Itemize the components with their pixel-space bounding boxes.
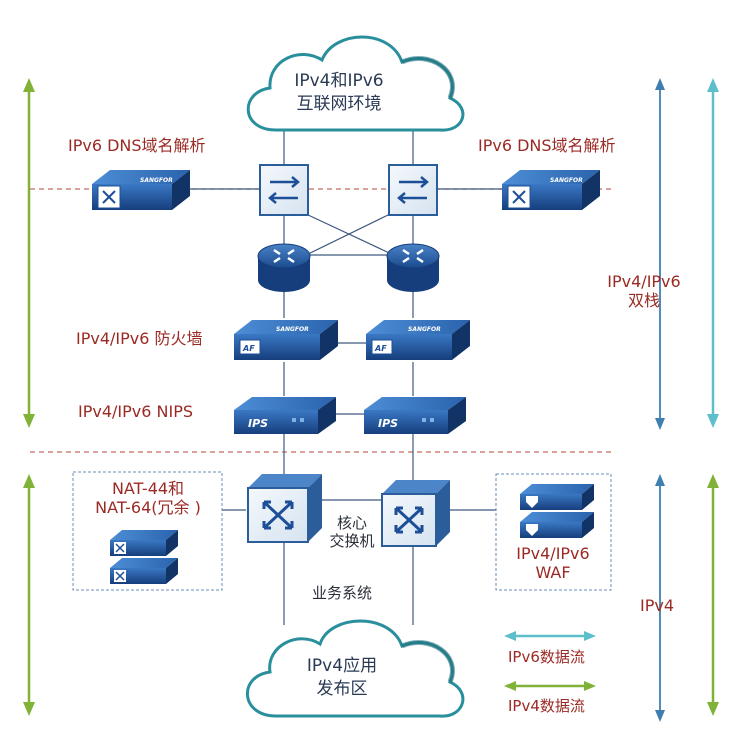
blue-axis-top: [655, 78, 665, 430]
top-cloud-label: IPv4和IPv6 互联网环境: [284, 70, 394, 116]
ips-icon: IPS: [364, 397, 466, 434]
waf-line2: WAF: [535, 563, 571, 583]
dns-appliance-icon: SANGFOR: [502, 170, 600, 210]
legend-ipv6-label: IPv6数据流: [508, 648, 585, 666]
bottom-cloud-label: IPv4应用 发布区: [294, 655, 390, 701]
af-text: AF: [242, 344, 255, 353]
brand-text: SANGFOR: [140, 177, 173, 184]
firewall-icon: AF SANGFOR: [366, 320, 470, 360]
top-cloud-line2: 互联网环境: [296, 93, 382, 114]
nat-line1: NAT-44和: [111, 479, 185, 498]
firewall-icon: AF SANGFOR: [234, 320, 338, 360]
nips-label: IPv4/IPv6 NIPS: [78, 402, 193, 421]
waf-appliance-icon: [520, 484, 594, 510]
bottom-cloud-line2: 发布区: [316, 678, 368, 699]
dns-right-label: IPv6 DNS域名解析: [478, 136, 616, 155]
blue-axis-bottom: [655, 474, 665, 722]
brand-text: SANGFOR: [408, 326, 441, 333]
ipv4-left-arrow-bottom: [23, 474, 35, 716]
ipv4-right-arrow: [707, 474, 719, 716]
nat-label: NAT-44和 NAT-64(冗余 ): [82, 479, 214, 517]
legend-ipv4-label: IPv4数据流: [508, 697, 585, 715]
router-icon: [386, 243, 440, 292]
load-balancer-icon: [259, 164, 309, 216]
dual-stack-label: IPv4/IPv6 双栈: [604, 272, 684, 310]
load-balancer-icon: [388, 164, 438, 216]
ipv6-right-arrow: [707, 78, 719, 428]
dual-stack-line1: IPv4/IPv6: [607, 272, 681, 291]
dns-appliance-icon: SANGFOR: [92, 170, 190, 210]
router-icon: [257, 243, 311, 292]
ips-icon: IPS: [234, 397, 336, 434]
waf-label: IPv4/IPv6 WAF: [504, 544, 602, 582]
brand-text: SANGFOR: [550, 177, 583, 184]
dns-left-label: IPv6 DNS域名解析: [68, 136, 206, 155]
bottom-cloud-line1: IPv4应用: [306, 656, 378, 676]
nat-group-box: [72, 471, 223, 591]
waf-appliance-icon: [520, 512, 594, 538]
dual-stack-line2: 双栈: [627, 291, 660, 311]
legend-ipv4-arrow: [504, 681, 596, 691]
ipv4-zone-label: IPv4: [640, 596, 675, 615]
brand-text: SANGFOR: [276, 326, 309, 333]
ips-text: IPS: [248, 417, 268, 430]
cloud-icon: [245, 619, 465, 718]
nat-line2: NAT-64(冗余 ): [95, 498, 201, 518]
core-line2: 交换机: [329, 532, 375, 550]
waf-group-box: [495, 473, 612, 591]
connection-lines: [190, 120, 502, 625]
firewall-label: IPv4/IPv6 防火墙: [76, 329, 203, 348]
legend-ipv6-arrow: [504, 631, 596, 641]
cloud-icon: [246, 35, 465, 132]
nat-appliance-icon: [110, 558, 178, 584]
af-text: AF: [374, 344, 387, 353]
core-switch-icon: [381, 480, 450, 547]
waf-line1: IPv4/IPv6: [516, 544, 590, 563]
core-switch-icon: [247, 474, 322, 543]
ipv4-left-arrow-top: [23, 78, 35, 428]
core-switch-label: 核心 交换机: [322, 514, 382, 550]
top-cloud-line1: IPv4和IPv6: [294, 71, 384, 91]
core-line1: 核心: [336, 514, 367, 532]
nat-appliance-icon: [110, 530, 178, 556]
ips-text: IPS: [378, 417, 398, 430]
business-system-label: 业务系统: [312, 584, 373, 602]
